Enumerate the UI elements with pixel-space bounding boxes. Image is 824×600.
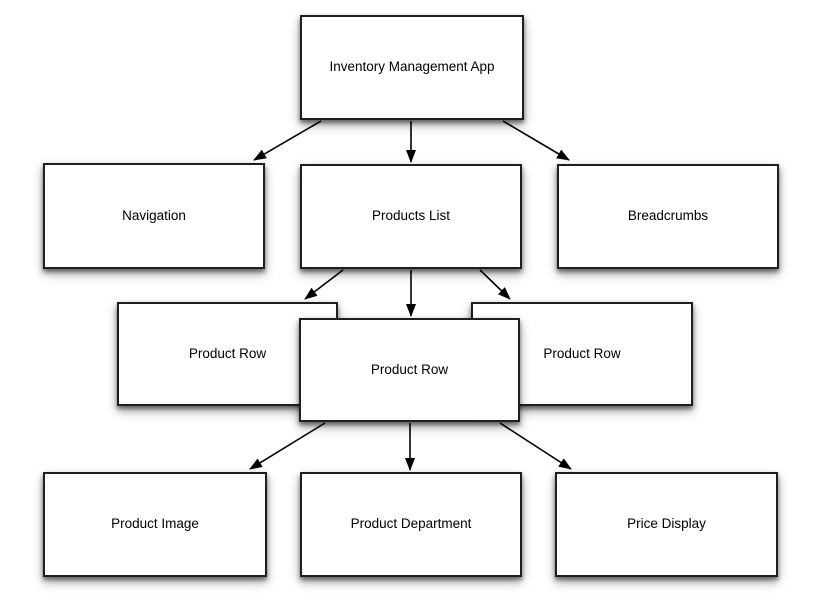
node-product-row-center: Product Row [299,318,520,422]
node-label: Product Row [543,345,621,361]
node-label: Product Row [188,345,267,361]
node-navigation: Navigation [43,163,265,269]
node-label: Navigation [122,207,186,223]
edge-products-list-row-right [479,269,511,300]
edge-products-list-row-left [304,269,344,300]
node-label: Product Department [350,516,472,532]
node-label: Product Image [111,516,199,532]
node-product-image: Product Image [43,472,267,577]
node-label: Inventory Management App [329,59,495,75]
node-breadcrumbs: Breadcrumbs [557,164,779,269]
edge-app-breadcrumbs [502,120,570,161]
edge-row-center-price-display [499,422,572,470]
node-label: Breadcrumbs [627,208,709,224]
node-inventory-management-app: Inventory Management App [300,15,524,120]
node-products-list: Products List [300,164,522,269]
node-price-display: Price Display [555,472,778,577]
edge-app-navigation [253,120,322,161]
node-product-department: Product Department [300,472,522,577]
node-label: Price Display [627,516,706,532]
node-label: Product Row [370,361,449,377]
node-label: Products List [371,208,451,224]
edge-row-center-product-image [249,422,326,470]
